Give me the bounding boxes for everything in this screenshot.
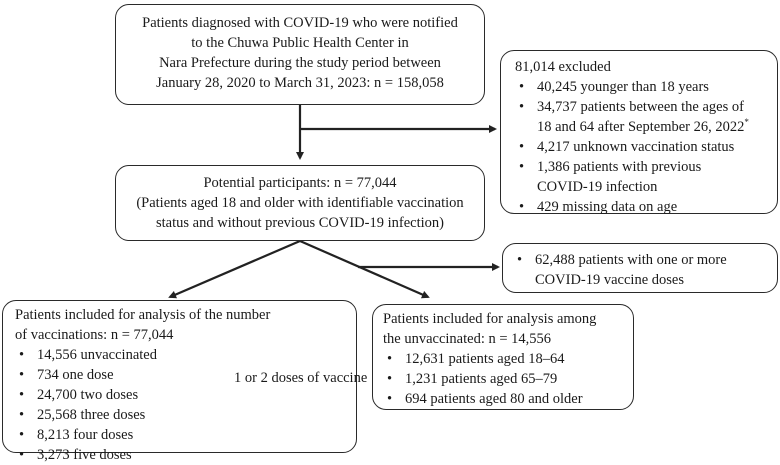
potential-line: Potential participants: n = 77,044	[203, 175, 397, 191]
excluded-item: 1,386 patients with previous	[515, 157, 777, 177]
unvaccinated-title: the unvaccinated: n = 14,556	[383, 331, 552, 347]
unvaccinated-analysis-box: Patients included for analysis among the…	[372, 304, 634, 410]
vaccinations-title: of vaccinations: n = 77,044	[15, 327, 174, 343]
vaccinations-item: 14,556 unvaccinated	[15, 345, 356, 365]
vaccinations-item: 8,213 four doses	[15, 425, 356, 445]
vaccinations-item: 734 one dose	[15, 365, 356, 385]
vaccinations-analysis-box: Patients included for analysis of the nu…	[2, 300, 357, 465]
excluded-item-continued: COVID-19 infection	[537, 179, 658, 195]
vaccinations-title: Patients included for analysis of the nu…	[15, 307, 271, 323]
vaccinated-item: 62,488 patients with one or more	[513, 250, 777, 270]
excluded-item: 4,217 unknown vaccination status	[515, 137, 777, 157]
source-box: Patients diagnosed with COVID-19 who wer…	[115, 4, 485, 105]
excluded-item: 40,245 younger than 18 years	[515, 77, 777, 97]
vaccinated-list: 62,488 patients with one or more COVID-1…	[513, 250, 777, 290]
potential-line: status and without previous COVID-19 inf…	[156, 215, 444, 231]
vaccinations-item: 25,568 three doses	[15, 405, 356, 425]
excluded-item: 429 missing data on age	[515, 197, 777, 217]
potential-line: (Patients aged 18 and older with identif…	[136, 195, 464, 211]
unvaccinated-item: 694 patients aged 80 and older	[383, 389, 633, 409]
source-line: Nara Prefecture during the study period …	[159, 55, 441, 71]
unvaccinated-item: 12,631 patients aged 18–64	[383, 349, 633, 369]
footnote-mark: *	[744, 117, 749, 128]
excluded-item-continued: 18 and 64 after September 26, 2022*	[537, 117, 749, 135]
arrow-to-unvaccinated-box	[299, 239, 430, 299]
vaccinations-list: 14,556 unvaccinated 734 one dose 24,700 …	[15, 345, 356, 465]
excluded-box: 81,014 excluded 40,245 younger than 18 y…	[500, 50, 778, 217]
excluded-list: 40,245 younger than 18 years 34,737 pati…	[515, 77, 777, 217]
arrow-to-vaccinations-box	[168, 239, 301, 299]
unvaccinated-title: Patients included for analysis among	[383, 311, 597, 327]
vaccinated-box: 62,488 patients with one or more COVID-1…	[502, 243, 778, 293]
excluded-title: 81,014 excluded	[515, 59, 611, 75]
excluded-item: 34,737 patients between the ages of	[515, 97, 777, 117]
vaccinated-item-continued: COVID-19 vaccine doses	[535, 272, 684, 288]
source-line: Patients diagnosed with COVID-19 who wer…	[142, 15, 458, 31]
source-line: to the Chuwa Public Health Center in	[191, 35, 409, 51]
unvaccinated-list: 12,631 patients aged 18–64 1,231 patient…	[383, 349, 633, 409]
potential-participants-box: Potential participants: n = 77,044 (Pati…	[115, 165, 485, 241]
source-line: January 28, 2020 to March 31, 2023: n = …	[156, 75, 444, 91]
unvaccinated-item: 1,231 patients aged 65–79	[383, 369, 633, 389]
dose-bracket-label: 1 or 2 doses of vaccine	[234, 370, 368, 386]
vaccinations-item: 24,700 two doses	[15, 385, 356, 405]
vaccinations-item: 3,273 five doses	[15, 445, 356, 465]
